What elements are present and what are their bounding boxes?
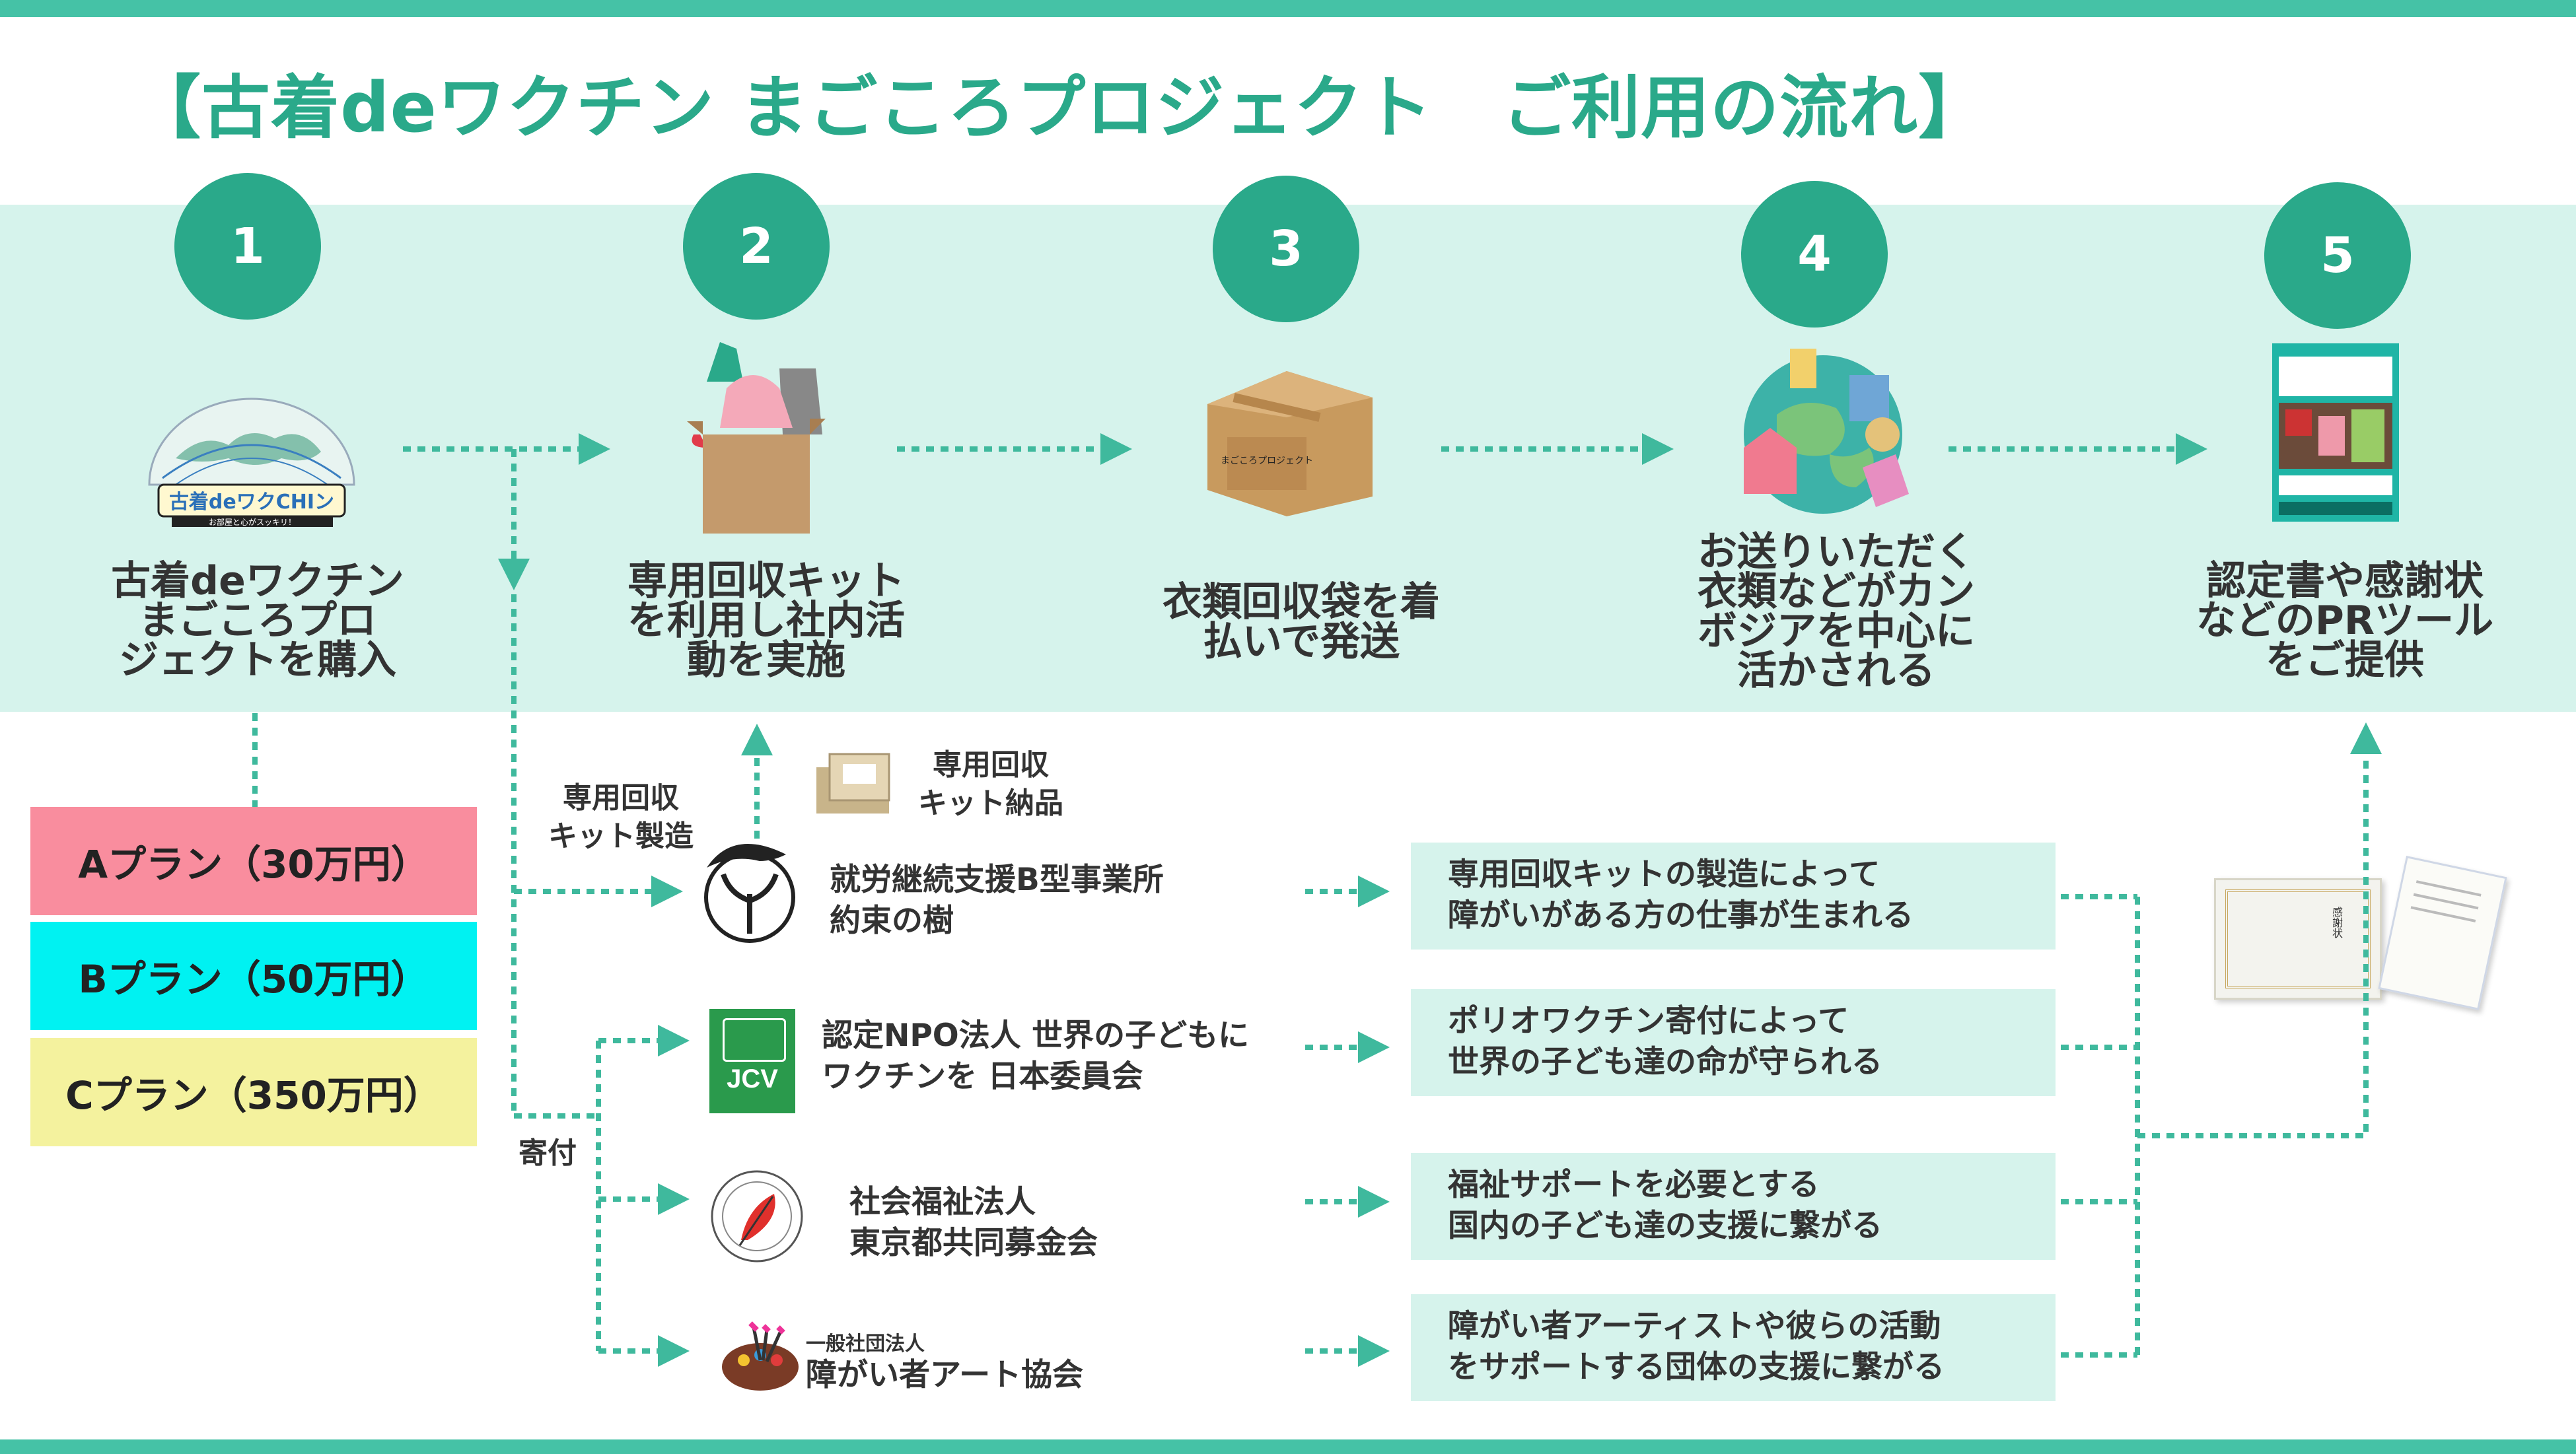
benefit-text-3: 福祉サポートを必要とする 国内の子ども達の支援に繋がる [1448, 1167, 1882, 1244]
logo-sub-text: お部屋と心がスッキリ！ [209, 517, 296, 527]
step-2-label: 専用回収キット を利用し社内活 動を実施 [627, 558, 905, 683]
org-art-association-name: 障がい者アート協会 [806, 1357, 1084, 1393]
kit-package-icon [810, 741, 902, 820]
step-2-text: 専用回収キット を利用し社内活 動を実施 [581, 561, 951, 680]
org-tree-promise-text: 就労継続支援B型事業所 約束の樹 [830, 862, 1164, 939]
step-4-circle: 4 [1741, 181, 1888, 328]
org-community-chest-text: 社会福祉法人 東京都共同募金会 [849, 1184, 1098, 1261]
step-4-label: お送りいただく 衣類などがカン ボジアを中心に 活かされる [1698, 529, 1975, 694]
step-1-label: 古着deワクチン まごころプロ ジェクトを購入 [111, 558, 404, 683]
org-jcv-text: 認定NPO法人 世界の子どもに ワクチンを 日本委員会 [822, 1018, 1250, 1095]
cardboard-box-icon: まごころプロジェクト [1194, 364, 1380, 518]
step-4-text: お送りいただく 衣類などがカン ボジアを中心に 活かされる [1651, 532, 2021, 691]
art-palette-logo-icon [717, 1321, 803, 1395]
org-jcv-name: 認定NPO法人 世界の子どもに ワクチンを 日本委員会 [822, 1016, 1249, 1097]
org-community-chest-name: 社会福祉法人 東京都共同募金会 [849, 1182, 1098, 1264]
kit-manufacture-label: 専用回収 キット製造 [528, 779, 713, 856]
kit-manufacture-text: 専用回収 キット製造 [548, 781, 694, 853]
benefit-text-1: 専用回収キットの製造によって 障がいがある方の仕事が生まれる [1448, 856, 1914, 934]
step-3-label: 衣類回収袋を着 払いで発送 [1163, 579, 1440, 665]
step-1-circle: 1 [174, 173, 321, 320]
top-accent-bar [0, 0, 2576, 17]
kit-delivery-label: 専用回収 キット納品 [898, 746, 1083, 823]
plan-c-box: Cプラン（350万円） [30, 1038, 477, 1146]
step-3-text: 衣類回収袋を着 払いで発送 [1116, 582, 1486, 662]
donation-label: 寄付 [519, 1136, 577, 1170]
page-title: 【古着deワクチン まごころプロジェクト ご利用の流れ】 [132, 67, 1988, 148]
certificate-poster-icon [2272, 343, 2399, 522]
step-2-circle: 2 [683, 173, 830, 320]
org-art-association-type: 一般社団法人 [806, 1333, 925, 1356]
benefit-text-4: 障がい者アーティストや彼らの活動 をサポートする団体の支援に繋がる [1448, 1308, 1945, 1385]
step-5-circle: 5 [2264, 182, 2411, 329]
org-tree-promise-name: 就労継続支援B型事業所 約束の樹 [830, 860, 1164, 942]
world-map-logo-icon: 古着deワクCHIン お部屋と心がスッキリ！ [136, 386, 367, 531]
benefit-box-4: 障がい者アーティストや彼らの活動 をサポートする団体の支援に繋がる [1411, 1294, 2056, 1401]
benefit-box-2: ポリオワクチン寄付によって 世界の子ども達の命が守られる [1411, 989, 2056, 1096]
benefit-text-2: ポリオワクチン寄付によって 世界の子ども達の命が守られる [1448, 1003, 1882, 1080]
benefit-box-3: 福祉サポートを必要とする 国内の子ども達の支援に繋がる [1411, 1153, 2056, 1260]
benefit-box-1: 専用回収キットの製造によって 障がいがある方の仕事が生まれる [1411, 843, 2056, 950]
step-3-circle: 3 [1213, 176, 1359, 322]
certificate-icon: 感謝状 [2214, 878, 2382, 1000]
logo-main-text: 古着deワクCHIン [169, 491, 334, 514]
bottom-accent-bar [0, 1439, 2576, 1454]
kit-delivery-text: 専用回収 キット納品 [918, 748, 1063, 820]
globe-clothes-icon [1731, 335, 1913, 527]
tree-promise-logo-icon [700, 841, 799, 947]
svg-text:まごころプロジェクト: まごころプロジェクト [1221, 456, 1313, 466]
jcv-logo-text: JCV [727, 1064, 778, 1093]
step-1-text: 古着deワクチン まごころプロ ジェクトを購入 [73, 561, 443, 680]
red-feather-logo-icon [708, 1167, 806, 1265]
plan-a-box: Aプラン（30万円） [30, 807, 477, 915]
step-5-label: 認定書や感謝状 などのPRツール をご提供 [2196, 558, 2494, 683]
plan-b-box: Bプラン（50万円） [30, 922, 477, 1030]
certificate-title: 感謝状 [2330, 907, 2343, 938]
jcv-logo-icon: JCV [709, 1009, 795, 1113]
step-5-text: 認定書や感謝状 などのPRツール をご提供 [2160, 561, 2530, 680]
clothes-box-icon [680, 335, 839, 540]
